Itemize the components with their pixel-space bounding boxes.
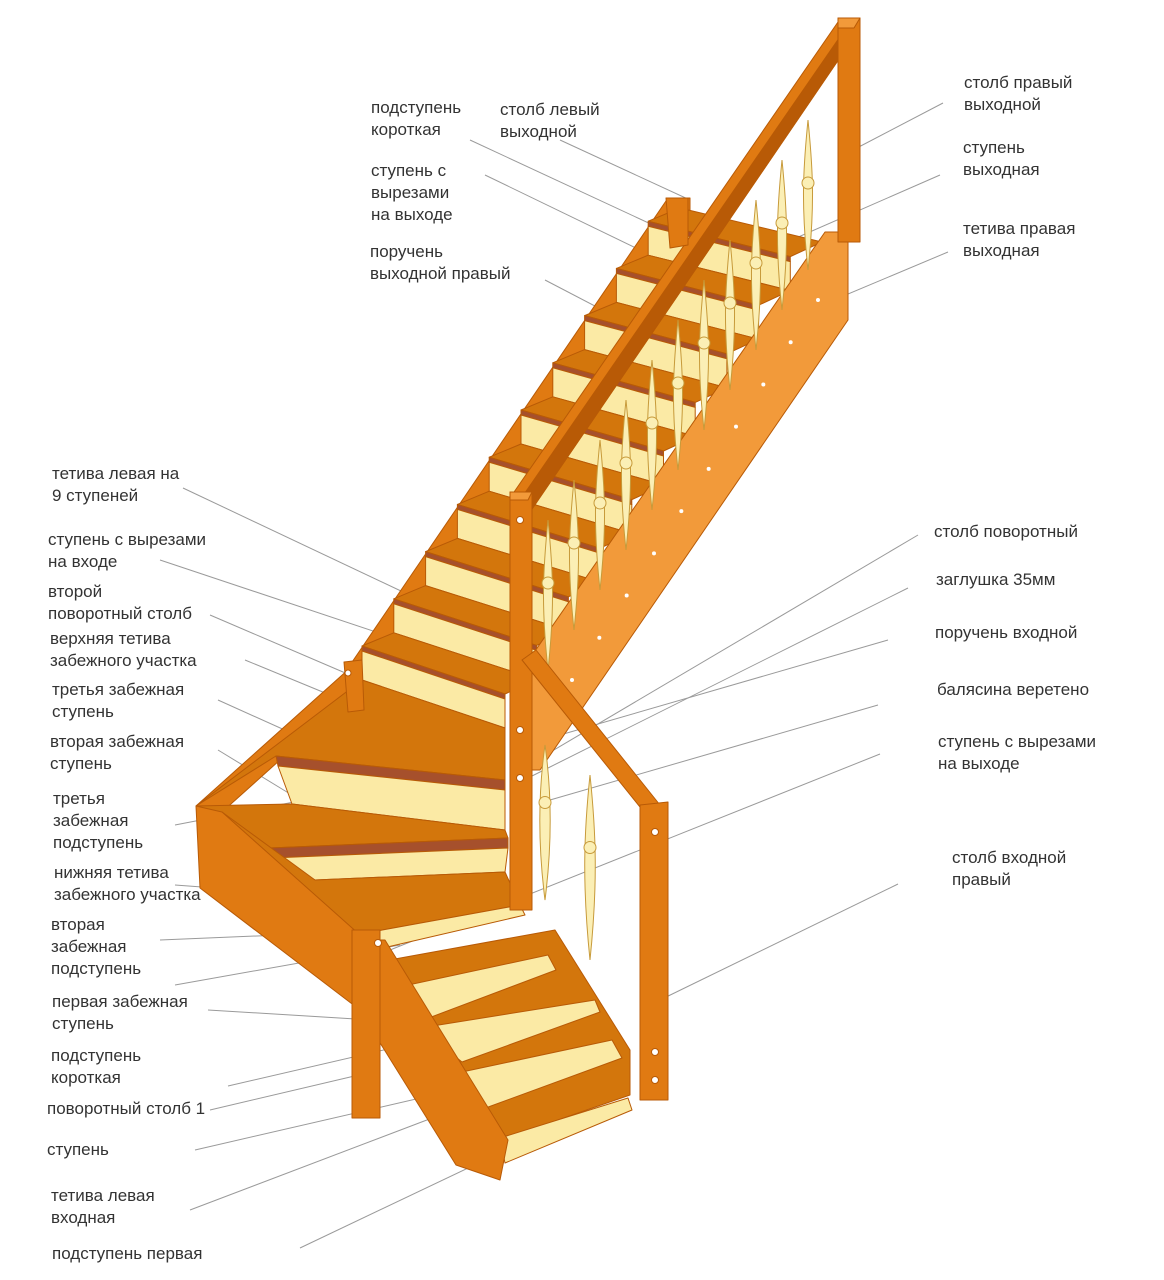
baluster-bead — [593, 496, 607, 510]
label-riser-first: подступень первая — [52, 1244, 203, 1263]
plug-icon — [651, 1076, 659, 1084]
second-turn-post — [343, 659, 365, 713]
baluster-bead — [567, 536, 581, 550]
baluster-bead — [775, 216, 789, 230]
stringer-bolt-icon — [624, 593, 629, 598]
leader-line — [209, 614, 351, 676]
label-lower-stringer-winder: нижняя тетива забежного участка — [54, 863, 201, 904]
label-plug-35mm: заглушка 35мм — [936, 570, 1056, 589]
label-turn-post-1: поворотный столб 1 — [47, 1099, 206, 1118]
label-turn-post: столб поворотный — [934, 522, 1078, 541]
label-first-winder-step: первая забежная ступень — [52, 992, 188, 1033]
stringer-bolt-icon — [706, 466, 711, 471]
label-post-right-exit: столб правый выходной — [964, 73, 1073, 114]
label-second-winder-riser: вторая забежная подступень — [51, 915, 142, 978]
baluster-bead — [583, 841, 597, 854]
stringer-bolt-icon — [570, 678, 574, 682]
baluster-bead — [645, 416, 659, 430]
turn-post — [509, 491, 533, 911]
baluster-spindle — [584, 774, 596, 961]
post-entry-right — [639, 801, 669, 1101]
label-riser-short-bottom: подступень короткая — [51, 1046, 142, 1087]
label-upper-stringer-winder: верхняя тетива забежного участка — [50, 629, 197, 670]
baluster-spindle — [594, 439, 606, 591]
leader-line — [189, 1114, 441, 1211]
leader-line — [559, 139, 691, 201]
post-right-exit-top — [837, 17, 861, 29]
plug-icon — [516, 774, 524, 782]
leader-line — [244, 659, 331, 696]
label-step-cutouts-exit-top: ступень с вырезами на выходе — [371, 161, 453, 224]
baluster-spindle — [802, 119, 814, 271]
staircase-drawing — [195, 17, 861, 1181]
plug-icon — [516, 516, 524, 524]
label-stringer-right-exit: тетива правая выходная — [963, 219, 1076, 260]
label-stringer-left-9: тетива левая на 9 ступеней — [52, 464, 180, 505]
baluster-spindle — [776, 159, 788, 311]
plug-icon — [651, 1048, 659, 1056]
leader-line — [484, 174, 641, 251]
label-second-turn-post: второй поворотный столб — [48, 582, 192, 623]
baluster-bead — [538, 796, 552, 809]
baluster-bead — [723, 296, 737, 310]
plug-icon — [516, 726, 524, 734]
baluster-spindle — [672, 319, 684, 471]
baluster-spindle — [750, 199, 762, 351]
third-winder-step — [195, 679, 506, 807]
turn-post-top — [509, 491, 533, 501]
plug-icon — [374, 939, 382, 947]
baluster-spindle — [698, 279, 710, 431]
baluster-bead — [749, 256, 763, 270]
label-third-winder-step: третья забежная ступень — [52, 680, 185, 721]
label-post-left-exit: столб левый выходной — [500, 100, 600, 141]
leader-line — [469, 139, 669, 233]
baluster-spindle — [568, 479, 580, 631]
baluster-bead — [671, 376, 685, 390]
label-baluster-spindle: балясина веретено — [937, 680, 1090, 699]
leader-line — [559, 639, 889, 736]
stringer-bolt-icon — [761, 382, 766, 387]
leader-line — [659, 883, 899, 1001]
label-post-entry-right: столб входной правый — [952, 848, 1067, 889]
leader-line — [182, 487, 421, 601]
label-riser-short-top: подступень короткая — [371, 98, 462, 139]
baluster-spindle — [646, 359, 658, 511]
leader-line — [159, 559, 401, 641]
stringer-bolt-icon — [734, 424, 738, 429]
label-stringer-left-entry: тетива левая входная — [51, 1186, 155, 1227]
baluster-spindle — [539, 744, 551, 901]
plug-icon — [651, 828, 659, 836]
label-step-cutouts-exit-right: ступень с вырезами на выходе — [938, 732, 1097, 773]
baluster-bead — [541, 576, 555, 590]
turn-post-1 — [351, 929, 381, 1119]
label-step-cutouts-entry: ступень с вырезами на входе — [48, 530, 207, 571]
stringer-bolt-icon — [788, 340, 793, 345]
stringer-bolt-icon — [597, 635, 602, 640]
leader-line — [194, 1089, 456, 1151]
baluster-bead — [697, 336, 711, 350]
leader-line — [523, 587, 909, 781]
leader-line — [549, 704, 879, 801]
label-third-winder-riser: третья забежная подступень — [53, 789, 144, 852]
label-second-winder-step: вторая забежная ступень — [50, 732, 185, 773]
baluster-spindle — [724, 239, 736, 391]
leader-line — [852, 102, 944, 151]
label-step: ступень — [47, 1140, 109, 1159]
stringer-bolt-icon — [816, 298, 820, 302]
stringer-bolt-icon — [652, 551, 656, 556]
baluster-bead — [801, 176, 815, 190]
label-handrail-entry: поручень входной — [935, 623, 1078, 642]
plug-icon — [344, 669, 352, 677]
post-left-exit — [665, 197, 689, 249]
post-right-exit — [837, 17, 861, 243]
stringer-bolt-icon — [679, 509, 684, 514]
label-handrail-exit-right: поручень выходной правый — [370, 242, 511, 283]
label-step-exit: ступень выходная — [963, 138, 1040, 179]
baluster-bead — [619, 456, 633, 470]
baluster-spindle — [620, 399, 632, 551]
